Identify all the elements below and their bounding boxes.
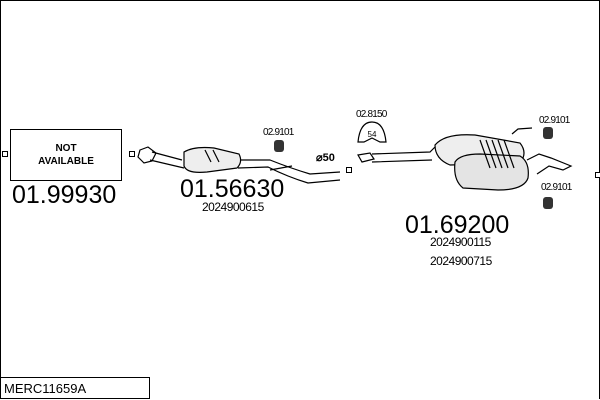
not-available-line1: NOT [55,143,77,154]
clamp-part-number[interactable]: 02.8150 [356,109,387,120]
hanger-part-number[interactable]: 02.9101 [539,115,570,126]
hanger-part-number[interactable]: 02.9101 [541,182,572,193]
part-number-1[interactable]: 01.99930 [12,181,117,209]
part-number-3[interactable]: 01.69200 [405,211,510,239]
pipe-diameter-label: ⌀50 [316,152,335,164]
oem-number: 2024900115 [430,235,491,249]
catalytic-converter-pipe[interactable] [137,146,341,184]
connector-marker [346,167,352,173]
rear-silencer[interactable] [357,127,573,191]
connector-marker [2,151,8,157]
connector-marker [595,172,600,178]
hanger-part-number[interactable]: 02.9101 [263,127,294,138]
part-not-available-box[interactable]: NOT AVAILABLE [10,129,122,181]
oem-number: 2024900615 [202,200,264,214]
part-number-2[interactable]: 01.56630 [180,175,285,203]
connector-marker [129,151,135,157]
clamp-size: 54 [368,130,377,139]
oem-number: 2024900715 [430,254,492,268]
diagram-code: MERC11659A [0,377,150,399]
hanger-icon-b [543,127,553,139]
hanger-icon-a [274,140,284,152]
hanger-icon-c [543,197,553,209]
not-available-line2: AVAILABLE [38,156,94,167]
clamp-icon [357,121,387,143]
